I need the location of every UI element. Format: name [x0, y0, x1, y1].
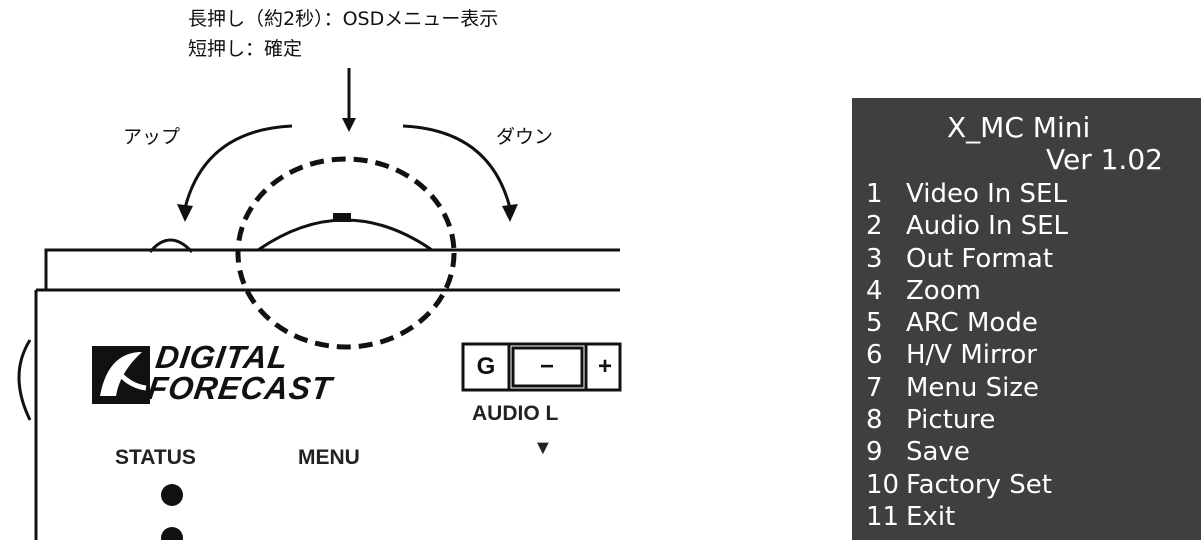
jog-dial [257, 218, 433, 252]
long-press-annotation: 長押し（約2秒）：OSDメニュー表示 [188, 8, 499, 30]
osd-version: Ver 1.02 [1046, 143, 1163, 176]
highlight-circle [235, 156, 457, 350]
digital-forecast-logo-mark [92, 346, 150, 404]
osd-title: X_MC Mini [947, 111, 1091, 144]
device-top-panel [44, 248, 620, 290]
status-led-2 [161, 527, 183, 540]
left-side-jack [17, 339, 32, 421]
audio-arrow-icon: ▼ [533, 437, 553, 459]
menu-label: MENU [298, 446, 360, 469]
button-minus[interactable]: − [539, 353, 554, 380]
jog-dial-marker [333, 213, 351, 222]
status-led-1 [161, 484, 183, 506]
button-g[interactable]: G [476, 353, 496, 380]
audio-button-group [461, 342, 622, 392]
audio-label: AUDIO L [472, 402, 559, 425]
down-annotation: ダウン [496, 126, 554, 148]
down-rotation-arrow [402, 124, 518, 222]
short-press-annotation: 短押し：確定 [188, 38, 303, 60]
logo-text-forecast: FORECAST [145, 370, 335, 406]
side-knob [148, 238, 194, 254]
press-pointer-arrow [342, 68, 356, 132]
status-label: STATUS [115, 446, 196, 469]
up-rotation-arrow [177, 124, 293, 222]
logo-text-digital: DIGITAL [153, 339, 292, 375]
up-annotation: アップ [123, 126, 181, 148]
device-illustration [17, 68, 622, 540]
button-plus[interactable]: + [597, 353, 612, 380]
